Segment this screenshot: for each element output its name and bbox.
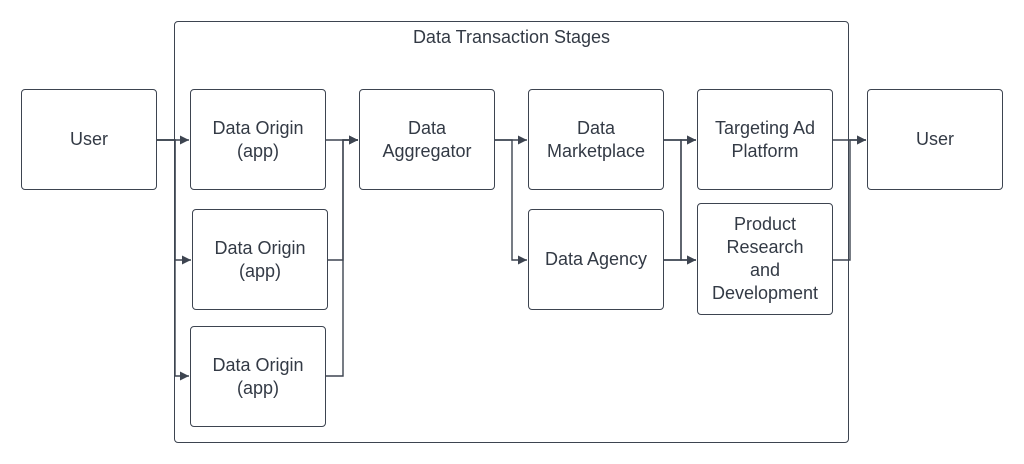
node-data-aggregator: Data Aggregator [359, 89, 495, 190]
edge-aggregator-to-agency [495, 139, 527, 265]
node-targeting-ad-platform-label: Targeting Ad Platform [714, 117, 816, 161]
node-targeting-ad-platform: Targeting Ad Platform [697, 89, 833, 190]
node-user-right: User [867, 89, 1003, 190]
node-data-origin-1: Data Origin (app) [190, 89, 326, 190]
node-data-origin-2: Data Origin (app) [192, 209, 328, 310]
stage-title: Data Transaction Stages [412, 27, 611, 47]
node-user-left: User [21, 89, 157, 190]
node-data-aggregator-label: Data Aggregator [382, 117, 472, 161]
node-data-origin-1-label: Data Origin (app) [212, 117, 304, 161]
edge-user-left-to-origin-2 [157, 139, 191, 265]
edge-research-to-user-right [833, 135, 866, 261]
node-product-research: Product Research and Development [697, 203, 833, 315]
node-data-marketplace-label: Data Marketplace [546, 117, 646, 161]
edge-marketplace-to-research [664, 139, 696, 265]
node-data-agency-label: Data Agency [544, 249, 648, 269]
edge-origin-3-to-aggregator [326, 135, 358, 377]
node-user-right-label: User [915, 129, 954, 149]
node-user-left-label: User [69, 129, 108, 149]
node-data-marketplace: Data Marketplace [528, 89, 664, 190]
node-data-agency: Data Agency [528, 209, 664, 310]
node-product-research-label: Product Research and Development [711, 214, 819, 303]
edge-agency-to-targeting [664, 135, 696, 261]
node-data-origin-3-label: Data Origin (app) [212, 354, 304, 398]
node-data-origin-3: Data Origin (app) [190, 326, 326, 427]
edge-user-left-to-origin-3 [157, 139, 189, 381]
node-data-origin-2-label: Data Origin (app) [214, 237, 306, 281]
